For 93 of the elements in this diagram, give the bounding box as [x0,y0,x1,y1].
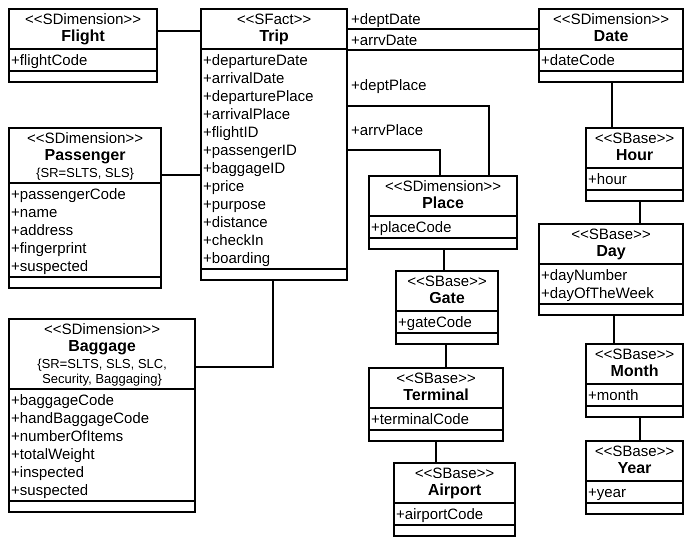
association-line [435,442,437,462]
attribute: +month [588,387,640,405]
class-box [585,343,684,418]
class-name: Date [592,28,630,46]
attribute: +airportCode [396,506,484,524]
attribute: +name [11,204,58,222]
class-box [200,8,348,281]
attribute: +baggageID [203,160,286,178]
class-box [585,440,684,515]
attribute: +passengerID [203,142,298,160]
association-line [348,28,538,30]
attribute: +departurePlace [203,88,314,106]
stereotype: <<SFact>> [236,11,312,28]
attribute: +terminalCode [371,411,470,429]
class-box [538,223,684,316]
attribute: +checkIn [203,232,264,250]
attribute: +dayNumber [541,267,628,285]
attribute: +inspected [11,464,85,482]
association-line [348,105,490,175]
attribute: +departureDate [203,52,309,70]
attribute: +purpose [203,196,267,214]
attribute: +boarding [203,250,272,268]
class-name: Trip [258,28,290,46]
association-line [639,202,641,223]
class-box [395,270,499,345]
association-line [196,281,274,368]
attribute: +placeCode [371,219,452,237]
association-line [348,149,441,175]
attribute: +baggageCode [11,392,116,410]
class-name: Airport [426,482,482,500]
stereotype: <<SDimension>> [384,178,502,195]
association-line [162,174,200,176]
attribute: +passengerCode [11,186,127,204]
class-name: Year [616,460,652,478]
constraint: {SR=SLTS, SLS} [35,165,135,180]
class-box [393,462,516,537]
edge-label: +deptDate [351,11,421,28]
stereotype: <<SBase>> [406,273,488,290]
class-name: Day [595,243,627,261]
class-name: Terminal [402,387,470,405]
stereotype: <<SBase>> [395,370,477,387]
class-box [368,175,518,250]
attribute: +hour [588,171,628,189]
attribute: +address [11,222,74,240]
class-box [538,8,684,83]
attribute: +distance [203,214,269,232]
class-name: Gate [428,290,466,308]
stereotype: <<SBase>> [594,130,676,147]
attribute: +gateCode [398,314,473,332]
stereotype: <<SBase>> [570,226,652,243]
class-box [8,8,158,83]
attribute: +arrivalDate [203,70,286,88]
attribute: +suspected [11,482,90,500]
association-line [348,49,538,51]
association-line [639,418,641,440]
attribute: +dateCode [541,52,616,70]
stereotype: <<SDimension>> [24,11,142,28]
association-line [611,83,613,127]
stereotype: <<SDimension>> [26,130,144,147]
edge-label: +deptPlace [351,77,426,94]
attribute: +totalWeight [11,446,96,464]
stereotype: <<SBase>> [594,346,676,363]
attribute: +handBaggageCode [11,410,150,428]
class-name: Passenger [44,147,126,165]
class-box [8,127,162,289]
class-name: Month [610,363,660,381]
class-box [8,318,196,513]
stereotype: <<SBase>> [594,443,676,460]
stereotype: <<SDimension>> [43,321,161,338]
association-line [445,345,447,367]
attribute: +flightID [203,124,260,142]
attribute: +year [588,484,627,502]
class-name: Flight [60,28,106,46]
association-line [158,30,200,32]
class-box [585,127,684,202]
class-box [368,367,504,442]
constraint: {SR=SLTS, SLS, SLC, Security, Baggaging} [36,356,168,386]
stereotype: <<SBase>> [414,465,496,482]
class-name: Place [421,195,465,213]
attribute: +dayOfTheWeek [541,285,655,303]
association-line [613,316,615,343]
edge-label: +arrvPlace [351,122,424,139]
attribute: +suspected [11,258,90,276]
attribute: +numberOfItems [11,428,124,446]
stereotype: <<SDimension>> [552,11,670,28]
class-name: Hour [614,147,654,165]
attribute: +arrivalPlace [203,106,292,124]
edge-label: +arrvDate [351,32,418,49]
class-name: Baggage [67,338,137,356]
association-line [443,250,445,270]
attribute: +flightCode [11,52,88,70]
attribute: +price [203,178,246,196]
attribute: +fingerprint [11,240,88,258]
